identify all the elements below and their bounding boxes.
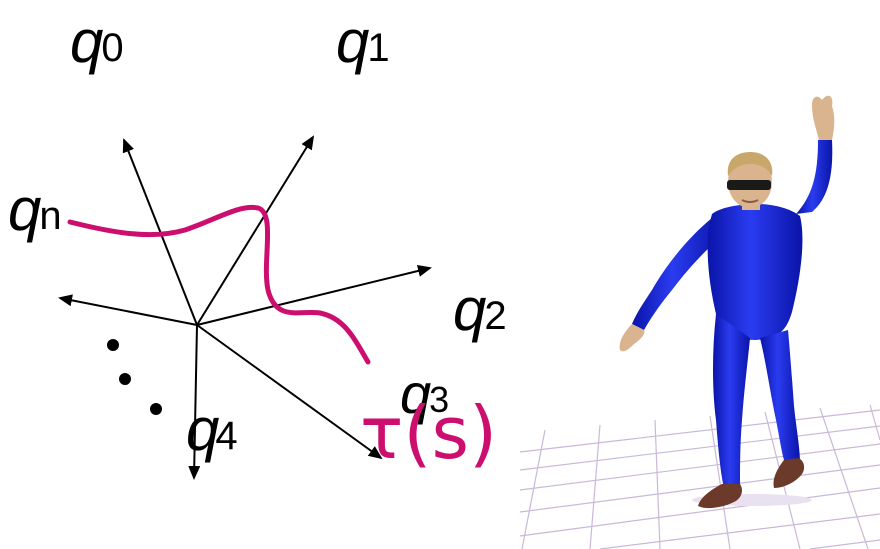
label-q1: q1 bbox=[336, 8, 390, 75]
floor-grid bbox=[520, 405, 880, 549]
label-q4: q4 bbox=[186, 396, 238, 463]
label-q2: q2 bbox=[453, 276, 507, 343]
ellipsis-dots bbox=[107, 339, 162, 415]
axis-q2-arrow bbox=[197, 268, 430, 325]
axis-q1-arrow bbox=[197, 137, 313, 325]
label-qn: qn bbox=[8, 176, 62, 243]
humanoid-figure-icon bbox=[520, 96, 880, 549]
label-q0: q0 bbox=[70, 8, 124, 75]
trajectory-path bbox=[70, 207, 368, 362]
trajectory-label: τ(s) bbox=[360, 391, 497, 475]
axis-qn-arrow bbox=[60, 298, 197, 325]
